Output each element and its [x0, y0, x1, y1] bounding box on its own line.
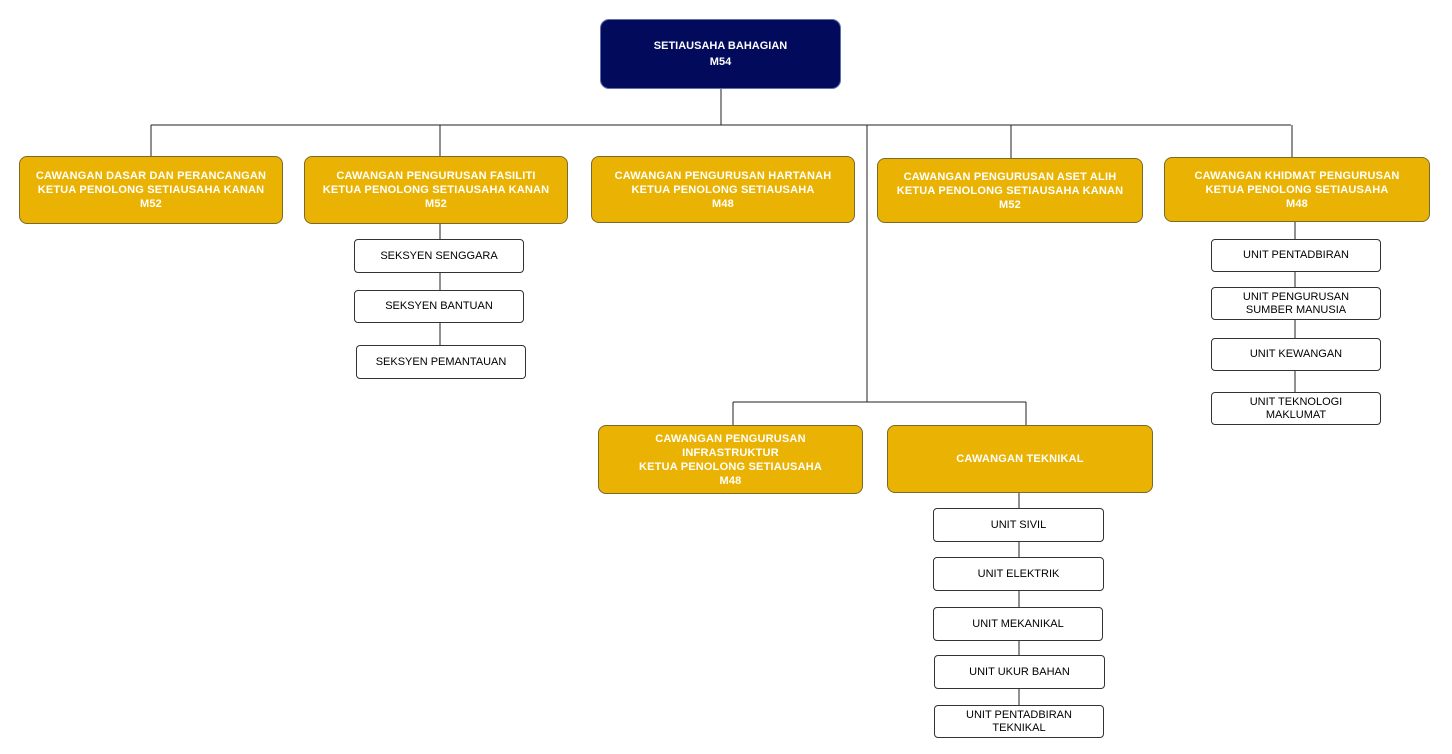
- unit-seksyen-bantuan[interactable]: SEKSYEN BANTUAN: [354, 290, 524, 323]
- box-label-line: UNIT ELEKTRIK: [977, 567, 1060, 580]
- box-label-line: CAWANGAN PENGURUSAN FASILITI: [336, 170, 536, 182]
- box-label-line: MAKLUMAT: [1265, 408, 1327, 421]
- unit-ukur-bahan[interactable]: UNIT UKUR BAHAN: [934, 655, 1105, 689]
- box-label-line: M48: [719, 474, 742, 487]
- box-label-line: KETUA PENOLONG SETIAUSAHA: [638, 460, 823, 473]
- box-label-line: SETIAUSAHA BAHAGIAN: [653, 40, 788, 52]
- box-label-line: UNIT TEKNOLOGI: [1249, 395, 1343, 408]
- box-label-line: M52: [425, 198, 447, 210]
- box-label-line: CAWANGAN DASAR DAN PERANCANGAN: [35, 170, 267, 182]
- box-label-line: UNIT SIVIL: [990, 518, 1047, 531]
- box-label-line: KETUA PENOLONG SETIAUSAHA KANAN: [322, 184, 550, 196]
- box-label-line: TEKNIKAL: [992, 721, 1046, 734]
- box-label-line: UNIT KEWANGAN: [1249, 348, 1343, 360]
- box-label-line: CAWANGAN PENGURUSAN HARTANAH: [614, 169, 832, 182]
- box-label-line: UNIT UKUR BAHAN: [969, 665, 1070, 678]
- unit-seksyen-senggara[interactable]: SEKSYEN SENGGARA: [354, 239, 524, 273]
- box-label-line: CAWANGAN TEKNIKAL: [956, 453, 1084, 465]
- box-label-line: SEKSYEN SENGGARA: [380, 249, 498, 262]
- box-label-line: UNIT PENTADBIRAN: [966, 708, 1072, 721]
- box-label-line: M54: [709, 56, 732, 68]
- box-label-line: M48: [712, 197, 734, 210]
- unit-seksyen-pemantauan[interactable]: SEKSYEN PEMANTAUAN: [356, 345, 526, 379]
- box-label-line: KETUA PENOLONG SETIAUSAHA KANAN: [896, 184, 1124, 197]
- box-label-line: CAWANGAN PENGURUSAN: [655, 432, 806, 445]
- root-node[interactable]: SETIAUSAHA BAHAGIAN M54: [600, 19, 841, 89]
- box-label-line: KETUA PENOLONG SETIAUSAHA: [631, 183, 815, 196]
- box-label-line: SEKSYEN BANTUAN: [385, 300, 493, 312]
- box-label-line: UNIT MEKANIKAL: [972, 617, 1064, 630]
- unit-elektrik[interactable]: UNIT ELEKTRIK: [933, 557, 1104, 591]
- box-label-line: M52: [140, 198, 162, 210]
- unit-pentadbiran[interactable]: UNIT PENTADBIRAN: [1211, 239, 1381, 272]
- box-label-line: SUMBER MANUSIA: [1245, 303, 1347, 316]
- box-label-line: INFRASTRUKTUR: [682, 446, 779, 459]
- branch-teknikal[interactable]: CAWANGAN TEKNIKAL: [887, 425, 1153, 493]
- branch-dasar-perancangan[interactable]: CAWANGAN DASAR DAN PERANCANGAN KETUA PENO…: [19, 156, 283, 224]
- box-label-line: SEKSYEN PEMANTAUAN: [375, 355, 507, 368]
- box-label-line: UNIT PENTADBIRAN: [1243, 249, 1349, 261]
- box-label-line: UNIT PENGURUSAN: [1242, 290, 1350, 303]
- box-label-line: CAWANGAN KHIDMAT PENGURUSAN: [1194, 169, 1400, 182]
- unit-kewangan[interactable]: UNIT KEWANGAN: [1211, 338, 1381, 371]
- box-label-line: KETUA PENOLONG SETIAUSAHA: [1205, 183, 1389, 196]
- box-label-line: M48: [1286, 197, 1308, 210]
- box-label-line: KETUA PENOLONG SETIAUSAHA KANAN: [37, 184, 265, 196]
- unit-sivil[interactable]: UNIT SIVIL: [933, 508, 1104, 542]
- unit-mekanikal[interactable]: UNIT MEKANIKAL: [933, 607, 1103, 641]
- branch-pengurusan-fasiliti[interactable]: CAWANGAN PENGURUSAN FASILITI KETUA PENOLO…: [304, 156, 568, 224]
- box-label-line: CAWANGAN PENGURUSAN ASET ALIH: [903, 170, 1117, 183]
- box-label-line: M52: [999, 198, 1021, 211]
